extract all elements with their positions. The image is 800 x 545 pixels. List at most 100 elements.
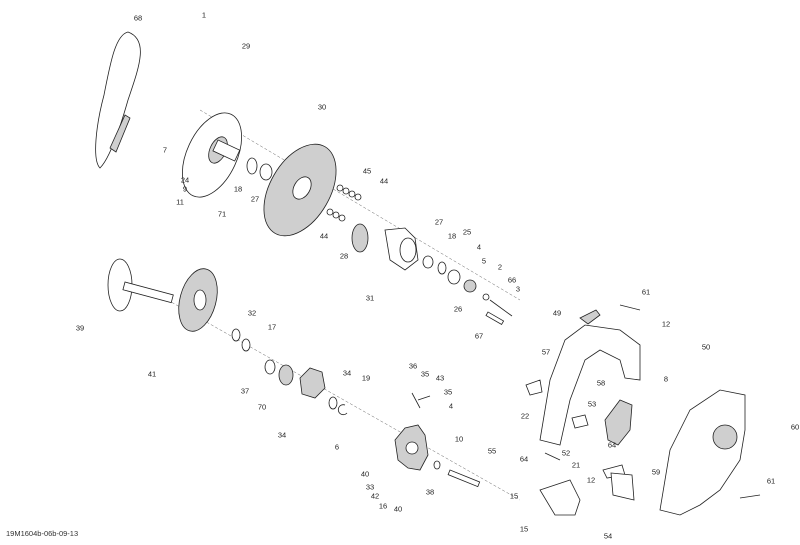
callout-40[interactable]: 40 — [360, 469, 370, 479]
callout-21[interactable]: 21 — [571, 460, 581, 470]
callout-41[interactable]: 41 — [147, 369, 157, 379]
seal-37[interactable] — [264, 359, 276, 375]
callout-4[interactable]: 4 — [476, 242, 482, 252]
callout-6[interactable]: 6 — [334, 442, 340, 452]
belt-guard-60[interactable] — [659, 389, 746, 516]
callout-66[interactable]: 66 — [507, 275, 517, 285]
callout-35[interactable]: 35 — [420, 369, 430, 379]
callout-59[interactable]: 59 — [651, 467, 661, 477]
bushing-27b[interactable] — [422, 255, 434, 269]
rollers[interactable] — [326, 184, 362, 222]
washer-25[interactable] — [447, 269, 461, 285]
tool-67[interactable] — [485, 311, 505, 326]
driven-pulley-fixed-half[interactable] — [107, 258, 174, 312]
callout-38[interactable]: 38 — [425, 487, 435, 497]
callout-33[interactable]: 33 — [365, 482, 375, 492]
callout-34[interactable]: 34 — [342, 368, 352, 378]
callout-31[interactable]: 31 — [365, 293, 375, 303]
spring-28[interactable] — [351, 223, 369, 253]
callout-22[interactable]: 22 — [520, 411, 530, 421]
callout-10[interactable]: 10 — [454, 434, 464, 444]
callout-71[interactable]: 71 — [217, 209, 227, 219]
callout-61[interactable]: 61 — [766, 476, 776, 486]
lever-36[interactable] — [411, 392, 431, 409]
callout-5[interactable]: 5 — [481, 256, 487, 266]
callout-16[interactable]: 16 — [378, 501, 388, 511]
callout-40[interactable]: 40 — [393, 504, 403, 514]
callout-54[interactable]: 54 — [603, 531, 613, 541]
callout-12[interactable]: 12 — [661, 319, 671, 329]
drive-belt[interactable] — [95, 31, 141, 169]
callout-43[interactable]: 43 — [435, 373, 445, 383]
callout-15[interactable]: 15 — [519, 524, 529, 534]
strip-61[interactable] — [619, 304, 641, 311]
cam-34[interactable] — [299, 367, 326, 399]
callout-9[interactable]: 9 — [182, 184, 188, 194]
callout-35[interactable]: 35 — [443, 387, 453, 397]
strip-61b[interactable] — [739, 494, 761, 499]
callout-24[interactable]: 24 — [180, 175, 190, 185]
callout-53[interactable]: 53 — [587, 399, 597, 409]
bushing-27[interactable] — [259, 163, 273, 181]
washer-10[interactable] — [433, 460, 441, 470]
callout-39[interactable]: 39 — [75, 323, 85, 333]
callout-15[interactable]: 15 — [509, 491, 519, 501]
spring-70[interactable] — [278, 364, 294, 386]
bolt-55[interactable] — [447, 469, 481, 488]
callout-67[interactable]: 67 — [474, 331, 484, 341]
callout-61[interactable]: 61 — [641, 287, 651, 297]
part-49[interactable] — [579, 309, 601, 325]
callout-36[interactable]: 36 — [408, 361, 418, 371]
belt-guard-support-50[interactable] — [539, 324, 641, 446]
callout-27[interactable]: 27 — [434, 217, 444, 227]
callout-3[interactable]: 3 — [515, 284, 521, 294]
callout-50[interactable]: 50 — [701, 342, 711, 352]
callout-12[interactable]: 12 — [586, 475, 596, 485]
callout-2[interactable]: 2 — [497, 262, 503, 272]
spring-52[interactable] — [544, 452, 561, 461]
callout-70[interactable]: 70 — [257, 402, 267, 412]
callout-29[interactable]: 29 — [241, 41, 251, 51]
bracket-58[interactable] — [604, 399, 633, 446]
callout-49[interactable]: 49 — [552, 308, 562, 318]
callout-52[interactable]: 52 — [561, 448, 571, 458]
callout-30[interactable]: 30 — [317, 102, 327, 112]
callout-4[interactable]: 4 — [448, 401, 454, 411]
bushing-34[interactable] — [328, 396, 338, 410]
flap-59[interactable] — [610, 472, 635, 501]
ring-18b[interactable] — [437, 261, 447, 275]
clip-53[interactable] — [571, 414, 589, 429]
callout-28[interactable]: 28 — [339, 251, 349, 261]
callout-17[interactable]: 17 — [267, 322, 277, 332]
driven-pulley-sliding-half[interactable] — [172, 264, 223, 335]
callout-60[interactable]: 60 — [790, 422, 800, 432]
callout-27[interactable]: 27 — [250, 194, 260, 204]
callout-25[interactable]: 25 — [462, 227, 472, 237]
callout-8[interactable]: 8 — [663, 374, 669, 384]
screw-3[interactable] — [489, 299, 513, 317]
callout-37[interactable]: 37 — [240, 386, 250, 396]
cap-26[interactable] — [463, 279, 477, 293]
callout-34[interactable]: 34 — [277, 430, 287, 440]
callout-57[interactable]: 57 — [541, 347, 551, 357]
driven-hub-38[interactable] — [394, 424, 429, 471]
callout-58[interactable]: 58 — [596, 378, 606, 388]
callout-44[interactable]: 44 — [319, 231, 329, 241]
callout-7[interactable]: 7 — [162, 145, 168, 155]
callout-55[interactable]: 55 — [487, 446, 497, 456]
callout-26[interactable]: 26 — [453, 304, 463, 314]
callout-18[interactable]: 18 — [447, 231, 457, 241]
spider-31[interactable] — [384, 227, 419, 271]
callout-32[interactable]: 32 — [247, 308, 257, 318]
washer-66[interactable] — [482, 293, 490, 301]
drive-pulley-fixed-half[interactable] — [170, 104, 253, 207]
callout-11[interactable]: 11 — [176, 197, 184, 207]
callout-44[interactable]: 44 — [379, 176, 389, 186]
callout-64[interactable]: 64 — [519, 454, 529, 464]
ring-17[interactable] — [241, 338, 251, 352]
callout-18[interactable]: 18 — [233, 184, 243, 194]
callout-45[interactable]: 45 — [362, 166, 372, 176]
callout-19[interactable]: 19 — [361, 373, 371, 383]
ring-32[interactable] — [231, 328, 241, 342]
drive-pulley-sliding-half[interactable] — [249, 132, 351, 249]
